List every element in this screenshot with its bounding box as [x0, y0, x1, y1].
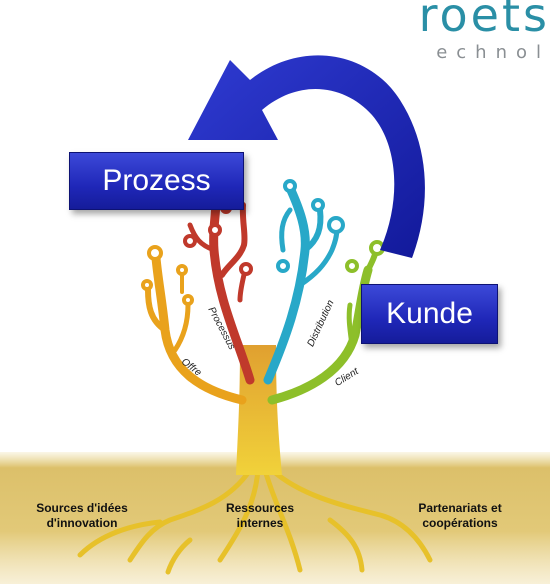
branch-distribution-nodes	[276, 179, 345, 273]
curved-arrow	[188, 55, 425, 258]
label-sources-line1: Sources d'idées	[36, 501, 128, 515]
kunde-box: Kunde	[361, 284, 498, 344]
label-sources-line2: d'innovation	[46, 516, 118, 530]
label-ressources-internes: Ressources internes	[205, 501, 315, 531]
branch-offre-nodes	[141, 245, 194, 306]
branch-client-nodes	[345, 240, 385, 273]
logo-subtext: echnol	[436, 42, 550, 63]
label-ressources-line1: Ressources	[225, 501, 295, 515]
label-sources-idees: Sources d'idées d'innovation	[2, 501, 162, 531]
branch-offre	[145, 253, 247, 405]
branch-processus	[187, 185, 255, 385]
label-ressources-line2: internes	[236, 516, 284, 530]
label-partenariats-line1: Partenariats et	[418, 501, 502, 515]
prozess-box: Prozess	[69, 152, 244, 210]
label-partenariats: Partenariats et coopérations	[385, 501, 535, 531]
branch-distribution	[263, 183, 340, 385]
label-partenariats-line2: coopérations	[422, 516, 498, 530]
roots	[77, 467, 433, 575]
logo-text: roets	[418, 0, 550, 42]
